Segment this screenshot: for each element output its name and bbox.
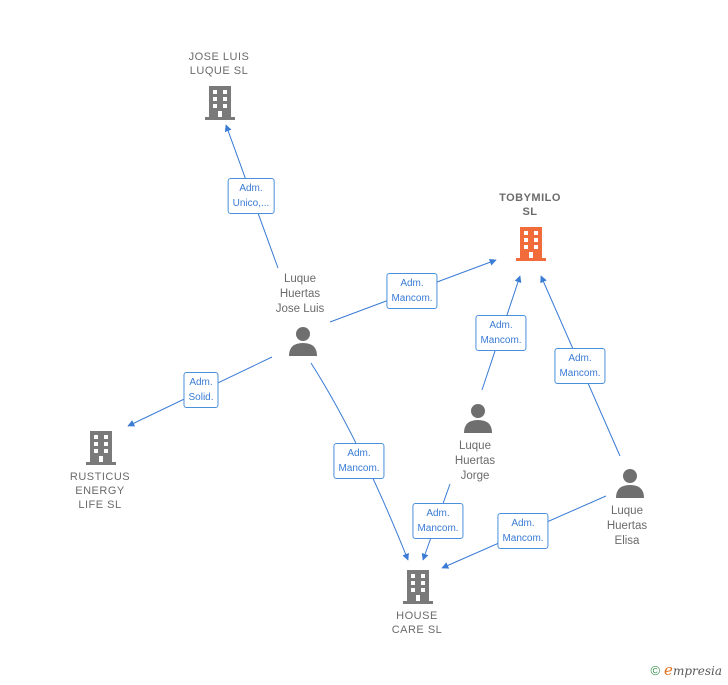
footer-brand: © empresia: [650, 661, 722, 679]
person-label-jorge[interactable]: Luque Huertas Jorge: [454, 440, 496, 482]
person-label-elisa[interactable]: Luque Huertas Elisa: [606, 505, 648, 547]
building-icon[interactable]: [205, 86, 235, 125]
person-icon[interactable]: [288, 326, 318, 361]
edge-label-adm-mancom[interactable]: Adm. Mancom.: [475, 315, 527, 351]
edge-label-adm-mancom[interactable]: Adm. Mancom.: [497, 513, 549, 549]
company-label-house-care-sl[interactable]: HOUSE CARE SL: [391, 610, 443, 636]
edge-label-adm-mancom[interactable]: Adm. Mancom.: [386, 273, 438, 309]
person-icon[interactable]: [463, 403, 493, 438]
person-label-jose-luis[interactable]: Luque Huertas Jose Luis: [275, 273, 325, 315]
empresia-logo: empresia: [664, 661, 722, 679]
edge-label-adm-unico[interactable]: Adm. Unico,...: [227, 178, 275, 214]
building-icon[interactable]: [403, 570, 433, 609]
company-label-rusticus-energy-life-sl[interactable]: RUSTICUS ENERGY LIFE SL: [69, 471, 131, 511]
building-icon[interactable]: [86, 431, 116, 470]
edge-label-adm-mancom[interactable]: Adm. Mancom.: [412, 503, 464, 539]
company-label-tobymilo-sl[interactable]: TOBYMILO SL: [499, 192, 561, 218]
edge-label-adm-solid[interactable]: Adm. Solid.: [183, 372, 219, 408]
building-icon-highlighted[interactable]: [516, 227, 546, 266]
company-label-joseluis-luque-sl[interactable]: JOSE LUIS LUQUE SL: [188, 51, 250, 77]
copyright-icon: ©: [650, 662, 661, 678]
edge-label-adm-mancom[interactable]: Adm. Mancom.: [333, 443, 385, 479]
person-icon[interactable]: [615, 468, 645, 503]
edge-label-adm-mancom[interactable]: Adm. Mancom.: [554, 348, 606, 384]
